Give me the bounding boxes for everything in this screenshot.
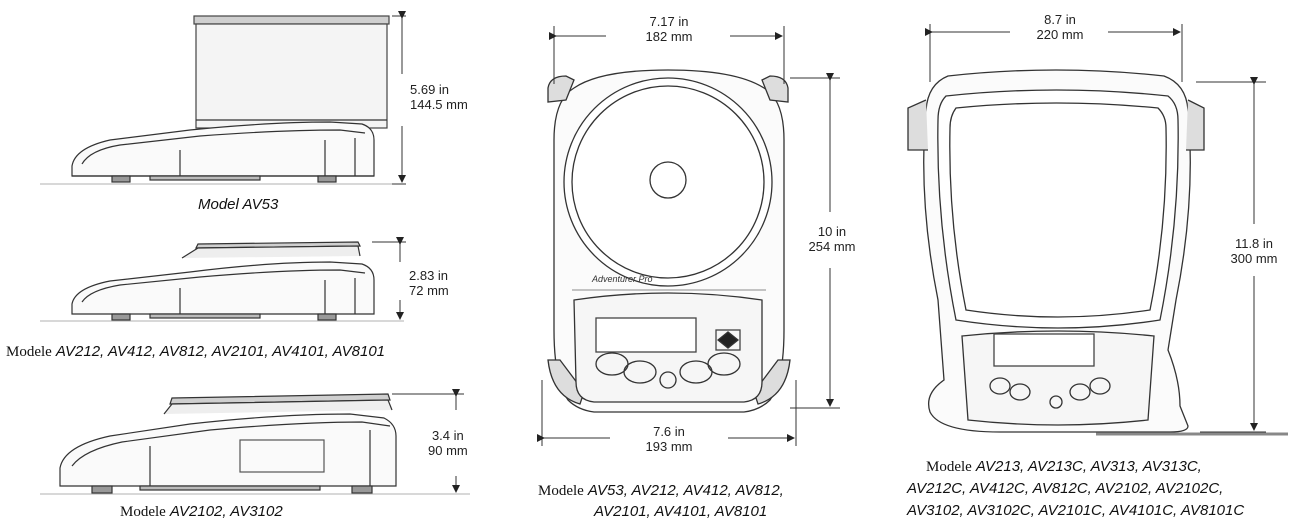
round-bottom-width-dimension [537, 380, 797, 446]
square-top-depth-dimension [1196, 77, 1266, 433]
square-top-depth-in: 11.8 in [1234, 236, 1274, 251]
round-top-width-in: 7.17 in [649, 14, 689, 29]
standard-caption-prefix: Modele [6, 344, 52, 360]
large-side-drawing [40, 393, 470, 495]
standard-height-label: 2.83 in 72 mm [409, 268, 449, 298]
round-top-width-label: 7.17 in 182 mm [614, 14, 724, 44]
large-caption-prefix: Modele [120, 504, 166, 520]
square-top-caption-line3: AV3102, AV3102C, AV2101C, AV4101C, AV810… [907, 502, 1245, 519]
round-top-caption-line2: AV2101, AV4101, AV8101 [594, 503, 768, 520]
large-height-mm: 90 mm [428, 443, 468, 458]
round-bottom-width-mm: 193 mm [645, 439, 693, 454]
square-top-width-in: 8.7 in [1044, 12, 1076, 27]
round-bottom-width-label: 7.6 in 193 mm [614, 424, 724, 454]
round-top-drawing [547, 69, 791, 413]
standard-caption-models: AV212, AV412, AV812, AV2101, AV4101, AV8… [55, 343, 386, 360]
round-top-depth-dimension [790, 73, 840, 409]
standard-side-drawing [40, 241, 404, 322]
av53-height-in: 5.69 in [410, 82, 450, 97]
standard-height-dimension [372, 237, 406, 320]
square-top-width-mm: 220 mm [1036, 27, 1084, 42]
round-top-depth-mm: 254 mm [808, 239, 856, 254]
square-top-caption-line2: AV212C, AV412C, AV812C, AV2102, AV2102C, [907, 480, 1224, 497]
large-caption: Modele AV2102, AV3102 [120, 503, 283, 521]
av53-height-mm: 144.5 mm [410, 97, 468, 112]
square-top-drawing [907, 69, 1288, 436]
round-top-caption-prefix: Modele [538, 483, 584, 499]
square-top-depth-mm: 300 mm [1230, 251, 1278, 266]
round-top-caption-models-1: AV53, AV212, AV412, AV812, [587, 482, 784, 499]
standard-height-mm: 72 mm [409, 283, 449, 298]
av53-height-dimension [392, 11, 406, 185]
large-height-label: 3.4 in 90 mm [428, 428, 468, 458]
round-top-caption-line1: Modele AV53, AV212, AV412, AV812, [538, 482, 784, 500]
square-top-caption-line1: Modele AV213, AV213C, AV313, AV313C, [926, 458, 1202, 476]
av53-caption: Model AV53 [198, 196, 279, 213]
square-top-caption-models-1: AV213, AV213C, AV313, AV313C, [975, 458, 1202, 475]
round-top-depth-in: 10 in [817, 224, 847, 239]
square-top-depth-label: 11.8 in 300 mm [1214, 236, 1294, 266]
large-height-dimension [392, 389, 464, 493]
av53-height-label: 5.69 in 144.5 mm [410, 82, 468, 112]
square-top-width-label: 8.7 in 220 mm [1010, 12, 1110, 42]
round-top-width-dimension [549, 26, 785, 84]
round-top-depth-label: 10 in 254 mm [800, 224, 864, 254]
large-height-in: 3.4 in [431, 428, 464, 443]
large-caption-models: AV2102, AV3102 [169, 503, 283, 520]
standard-height-in: 2.83 in [409, 268, 449, 283]
standard-caption: Modele AV212, AV412, AV812, AV2101, AV41… [6, 343, 385, 361]
square-top-caption-prefix: Modele [926, 459, 972, 475]
round-top-width-mm: 182 mm [645, 29, 693, 44]
av53-side-drawing [40, 15, 404, 185]
round-top-brand-label: Adventurer Pro [592, 274, 653, 284]
square-top-width-dimension [925, 24, 1183, 82]
round-bottom-width-in: 7.6 in [653, 424, 685, 439]
